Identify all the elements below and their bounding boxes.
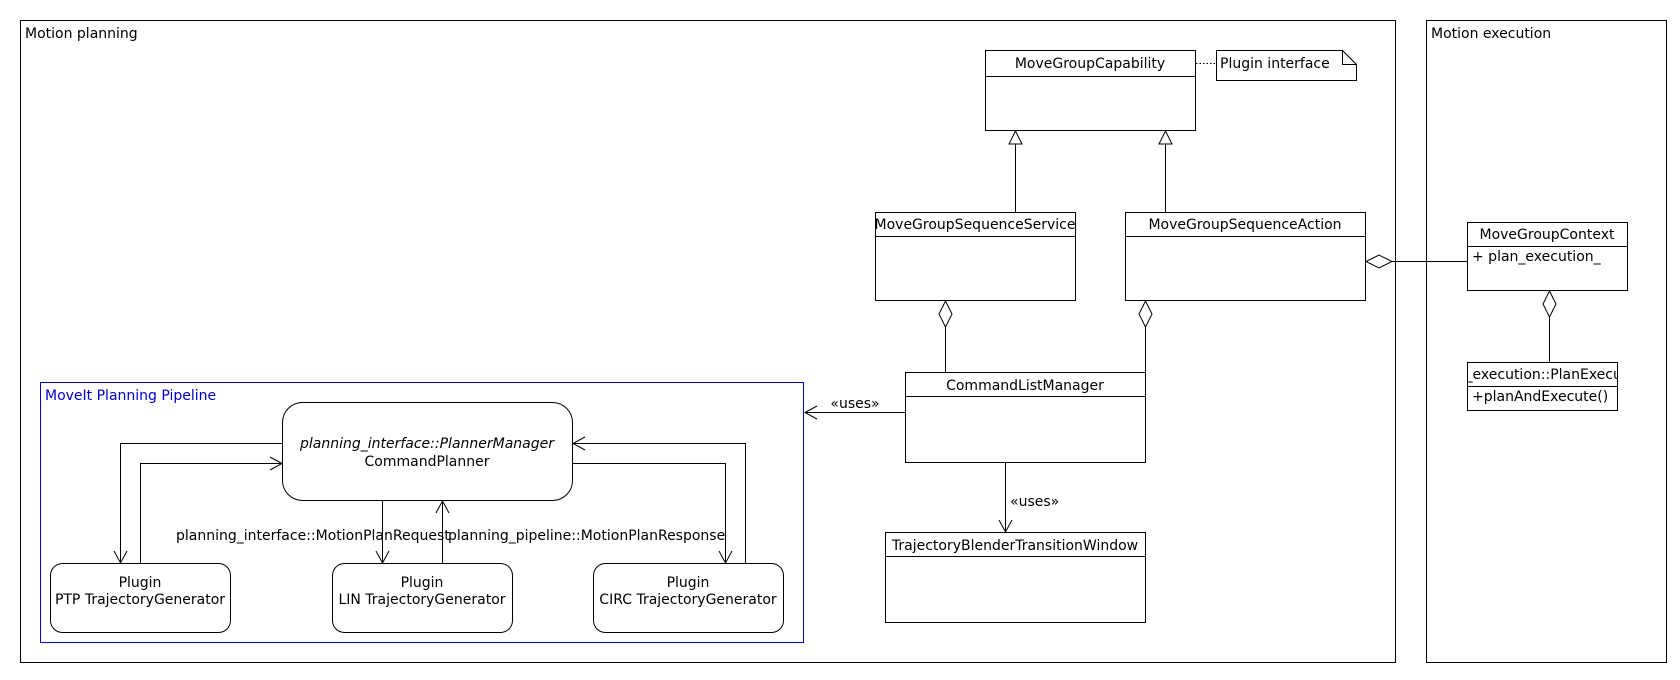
move-group-capability-name: MoveGroupCapability [1015, 56, 1165, 72]
generalization-action-to-capability [1158, 129, 1173, 212]
plugin-ptp-stereotype: Plugin [119, 575, 162, 591]
plugin-circ-name: CIRC TrajectoryGenerator [599, 592, 777, 608]
plugin-lin: Plugin LIN TrajectoryGenerator [332, 563, 513, 633]
motion-plan-response-label: planning_pipeline::MotionPlanResponse [448, 528, 725, 544]
uses-blender-label: «uses» [1010, 494, 1059, 510]
pipeline-frame-title: MoveIt Planning Pipeline [45, 388, 216, 404]
move-group-sequence-action-class: MoveGroupSequenceAction [1125, 212, 1366, 301]
command-list-manager-class: CommandListManager [905, 372, 1146, 463]
motion-planning-frame: Motion planning [20, 20, 1396, 663]
plan-execution-name: plan_execution::PlanExecution [1435, 367, 1648, 383]
plan-execution-class: plan_execution::PlanExecution +planAndEx… [1435, 362, 1648, 411]
aggregation-action-command-list [1138, 299, 1153, 372]
circ-to-planner-edge [571, 436, 746, 563]
ptp-to-planner-edge [140, 456, 284, 563]
aggregation-context-plan-execution [1542, 289, 1557, 362]
uses-blender-dependency: «uses» [998, 463, 1059, 534]
motion-execution-frame: Motion execution [1426, 20, 1667, 663]
command-planner-interface: planning_interface::PlannerManager [299, 436, 555, 452]
uses-pipeline-label: «uses» [830, 396, 879, 412]
move-group-sequence-service-class: MoveGroupSequenceService [875, 212, 1076, 301]
motion-plan-request-label: planning_interface::MotionPlanRequest [176, 528, 450, 544]
plugin-lin-stereotype: Plugin [401, 575, 444, 591]
sequence-service-name: MoveGroupSequenceService [875, 217, 1076, 233]
planner-to-ptp-edge [113, 443, 282, 565]
aggregation-action-context [1364, 254, 1467, 269]
plugin-lin-name: LIN TrajectoryGenerator [338, 592, 505, 608]
plugin-circ-stereotype: Plugin [667, 575, 710, 591]
move-group-context-name: MoveGroupContext [1479, 227, 1615, 243]
move-group-capability-class: MoveGroupCapability [985, 50, 1196, 131]
command-planner-name: CommandPlanner [365, 454, 490, 470]
move-group-context-class: MoveGroupContext + plan_execution_ [1467, 222, 1628, 291]
lin-to-planner-edge [435, 499, 450, 563]
planner-to-lin-edge [375, 501, 390, 565]
plugin-interface-note: Plugin interface [1216, 50, 1357, 81]
motion-planning-frame-title: Motion planning [25, 26, 138, 42]
trajectory-blender-class: TrajectoryBlenderTransitionWindow [885, 532, 1146, 623]
moveit-planning-pipeline-frame: MoveIt Planning Pipeline [40, 382, 804, 643]
plugin-ptp-name: PTP TrajectoryGenerator [55, 592, 225, 608]
move-group-context-attribute: + plan_execution_ [1472, 249, 1602, 265]
aggregation-service-command-list [938, 299, 953, 372]
motion-execution-frame-title: Motion execution [1431, 26, 1551, 42]
plugin-interface-note-text: Plugin interface [1220, 56, 1330, 72]
planner-to-circ-edge [573, 463, 733, 565]
plugin-ptp: Plugin PTP TrajectoryGenerator [50, 563, 231, 633]
plan-execution-operation: +planAndExecute() [1472, 389, 1608, 405]
generalization-service-to-capability [1008, 129, 1023, 212]
command-planner-component: planning_interface::PlannerManager Comma… [282, 402, 573, 501]
sequence-action-name: MoveGroupSequenceAction [1148, 217, 1341, 233]
trajectory-blender-name: TrajectoryBlenderTransitionWindow [891, 538, 1138, 554]
uses-pipeline-dependency: «uses» [803, 396, 905, 420]
command-list-manager-name: CommandListManager [946, 378, 1104, 394]
plugin-circ: Plugin CIRC TrajectoryGenerator [593, 563, 784, 633]
